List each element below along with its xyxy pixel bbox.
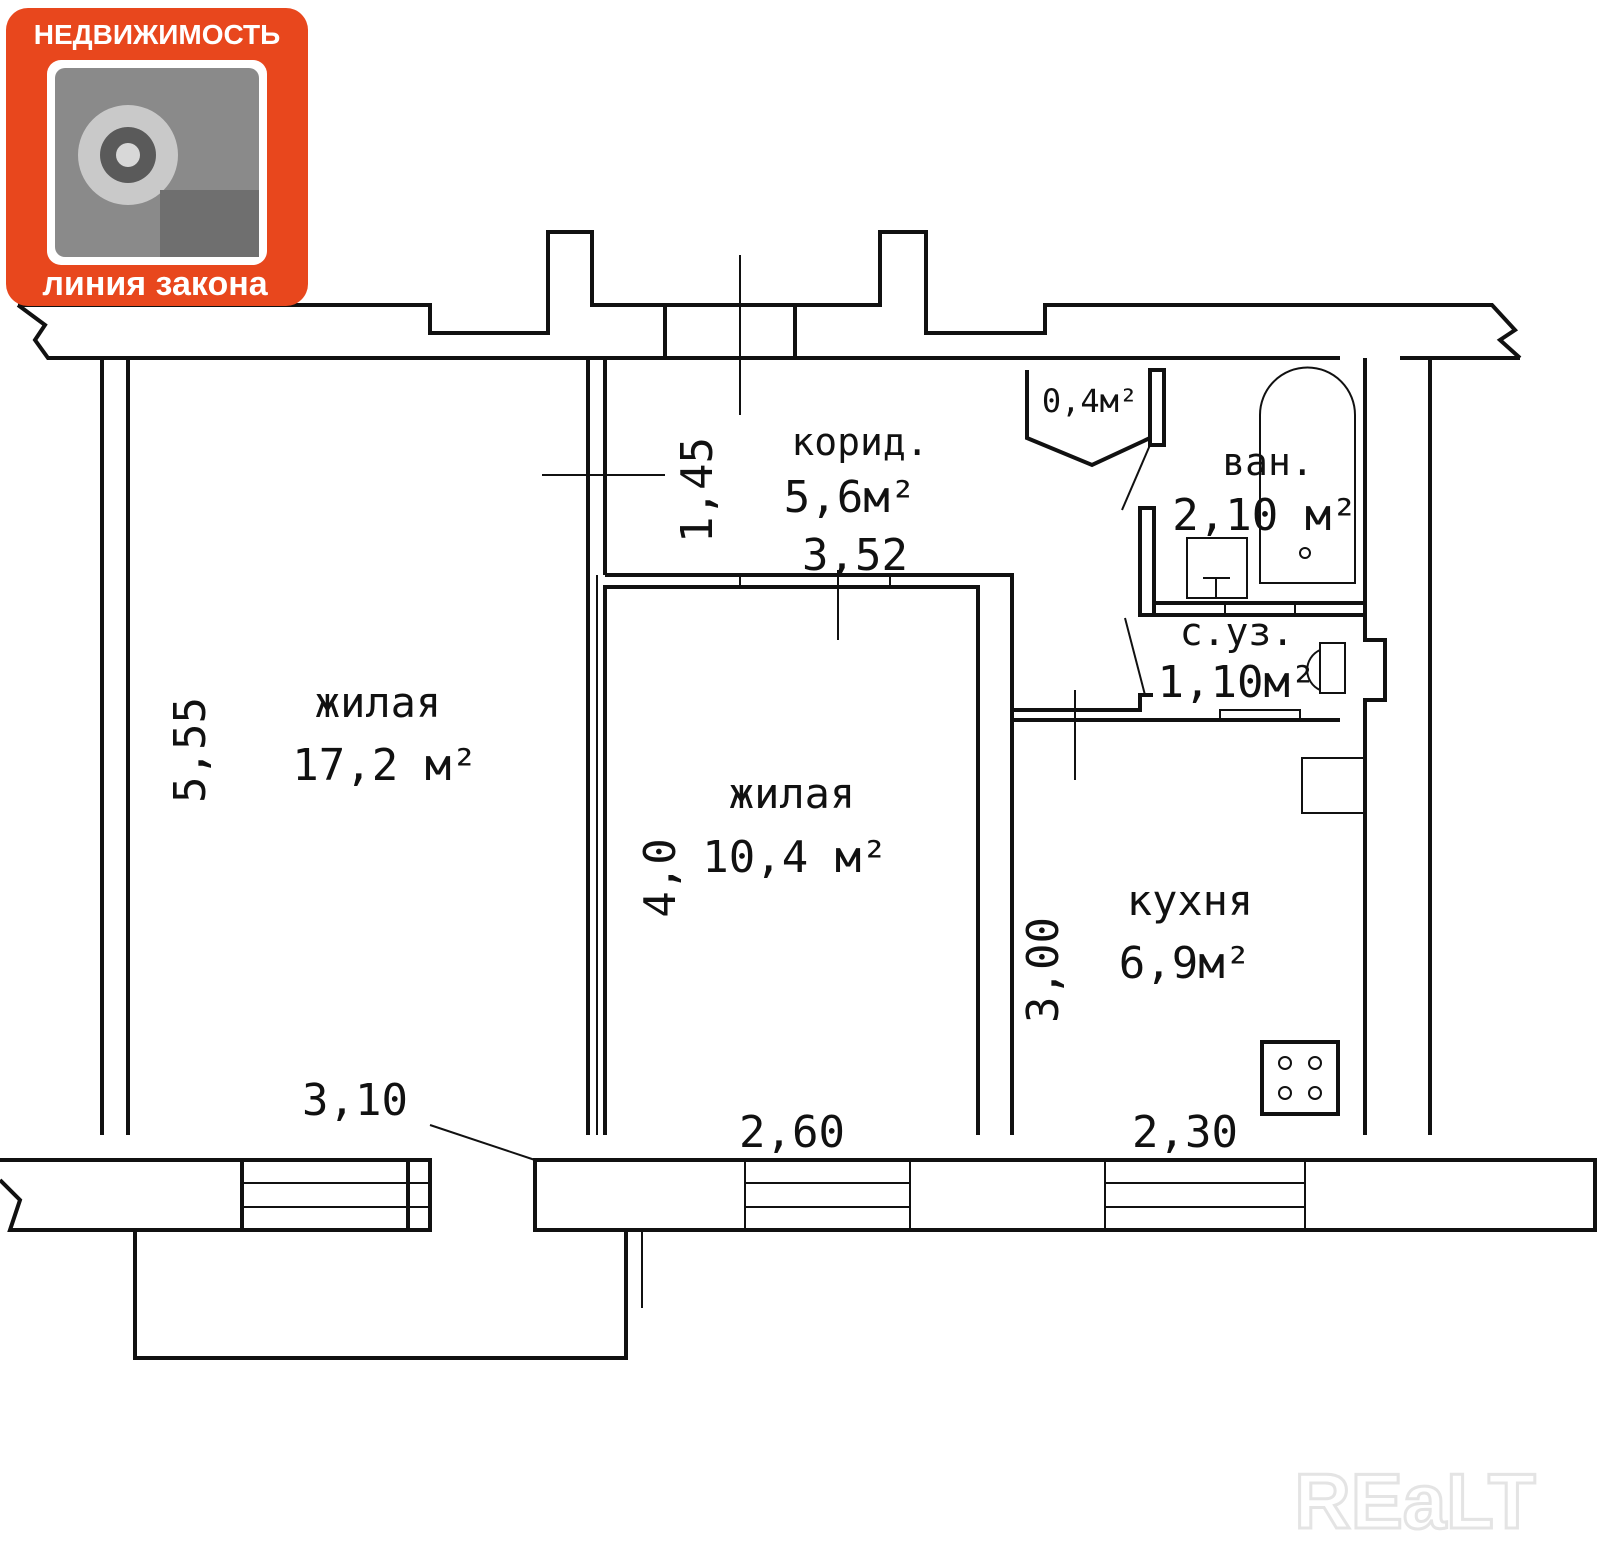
room-area-bathroom: 2,10 м² [1172,490,1357,541]
dim-kitchen-width: 2,30 [1132,1107,1238,1158]
room-area-kitchen: 6,9м² [1119,938,1251,989]
dim-living1-height: 5,55 [165,697,216,803]
room-name-living2: жилая [729,769,855,818]
agency-logo: НЕДВИЖИМОСТЬ линия закона [6,8,308,306]
walls [0,230,1597,1360]
dim-living2-height: 4,0 [635,838,686,917]
room-name-bathroom: ван. [1222,440,1314,484]
room-area-corridor: 5,6м² [784,472,916,523]
room-area-wc: 1,10м² [1158,657,1317,708]
room-name-kitchen: кухня [1127,876,1253,925]
room-labels: жилая 17,2 м² жилая 10,4 м² кухня 6,9м² … [165,382,1358,1158]
room-name-wc: с.уз. [1180,610,1294,654]
dim-living1-width: 3,10 [302,1075,408,1126]
logo-bottom-text: линия закона [42,265,268,303]
dim-corridor-height: 1,45 [672,437,723,543]
room-name-corridor: корид. [791,420,928,464]
room-name-living1: жилая [315,678,441,727]
logo-top-text: НЕДВИЖИМОСТЬ [34,19,280,50]
watermark: REaLT [1294,1457,1535,1545]
dim-kitchen-height: 3,00 [1018,917,1069,1023]
dim-living2-width: 2,60 [739,1107,845,1158]
room-area-storage: 0,4м² [1042,382,1138,420]
room-area-living1: 17,2 м² [292,740,477,791]
dim-corridor-width: 3,52 [802,530,908,581]
room-area-living2: 10,4 м² [702,832,887,883]
